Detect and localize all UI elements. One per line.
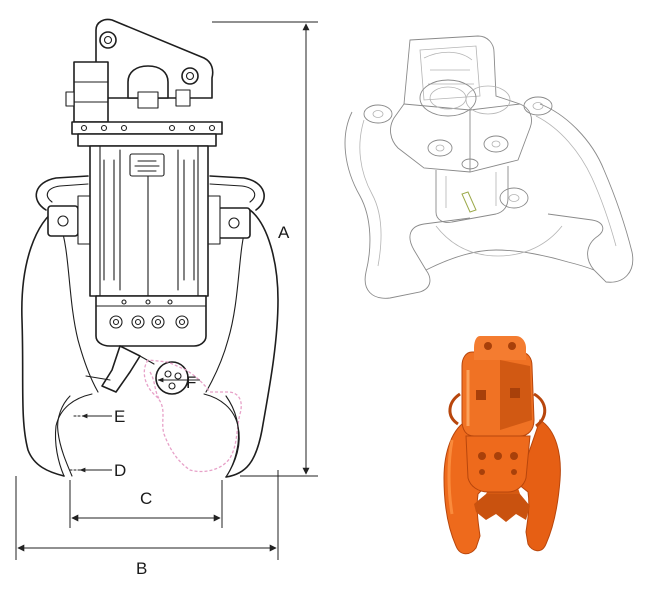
wireframe-iso-view (344, 35, 634, 299)
dimension-label-f: F (186, 373, 196, 392)
front-view-drawing: A B C D E F (15, 18, 318, 578)
dimension-label-d: D (114, 461, 126, 480)
dimension-label-c: C (140, 489, 152, 508)
orange-product-render (443, 336, 561, 555)
dimension-label-a: A (278, 223, 290, 242)
dimension-label-e: E (114, 407, 125, 426)
jaw-trace (143, 359, 242, 473)
dimension-label-b: B (136, 559, 147, 578)
